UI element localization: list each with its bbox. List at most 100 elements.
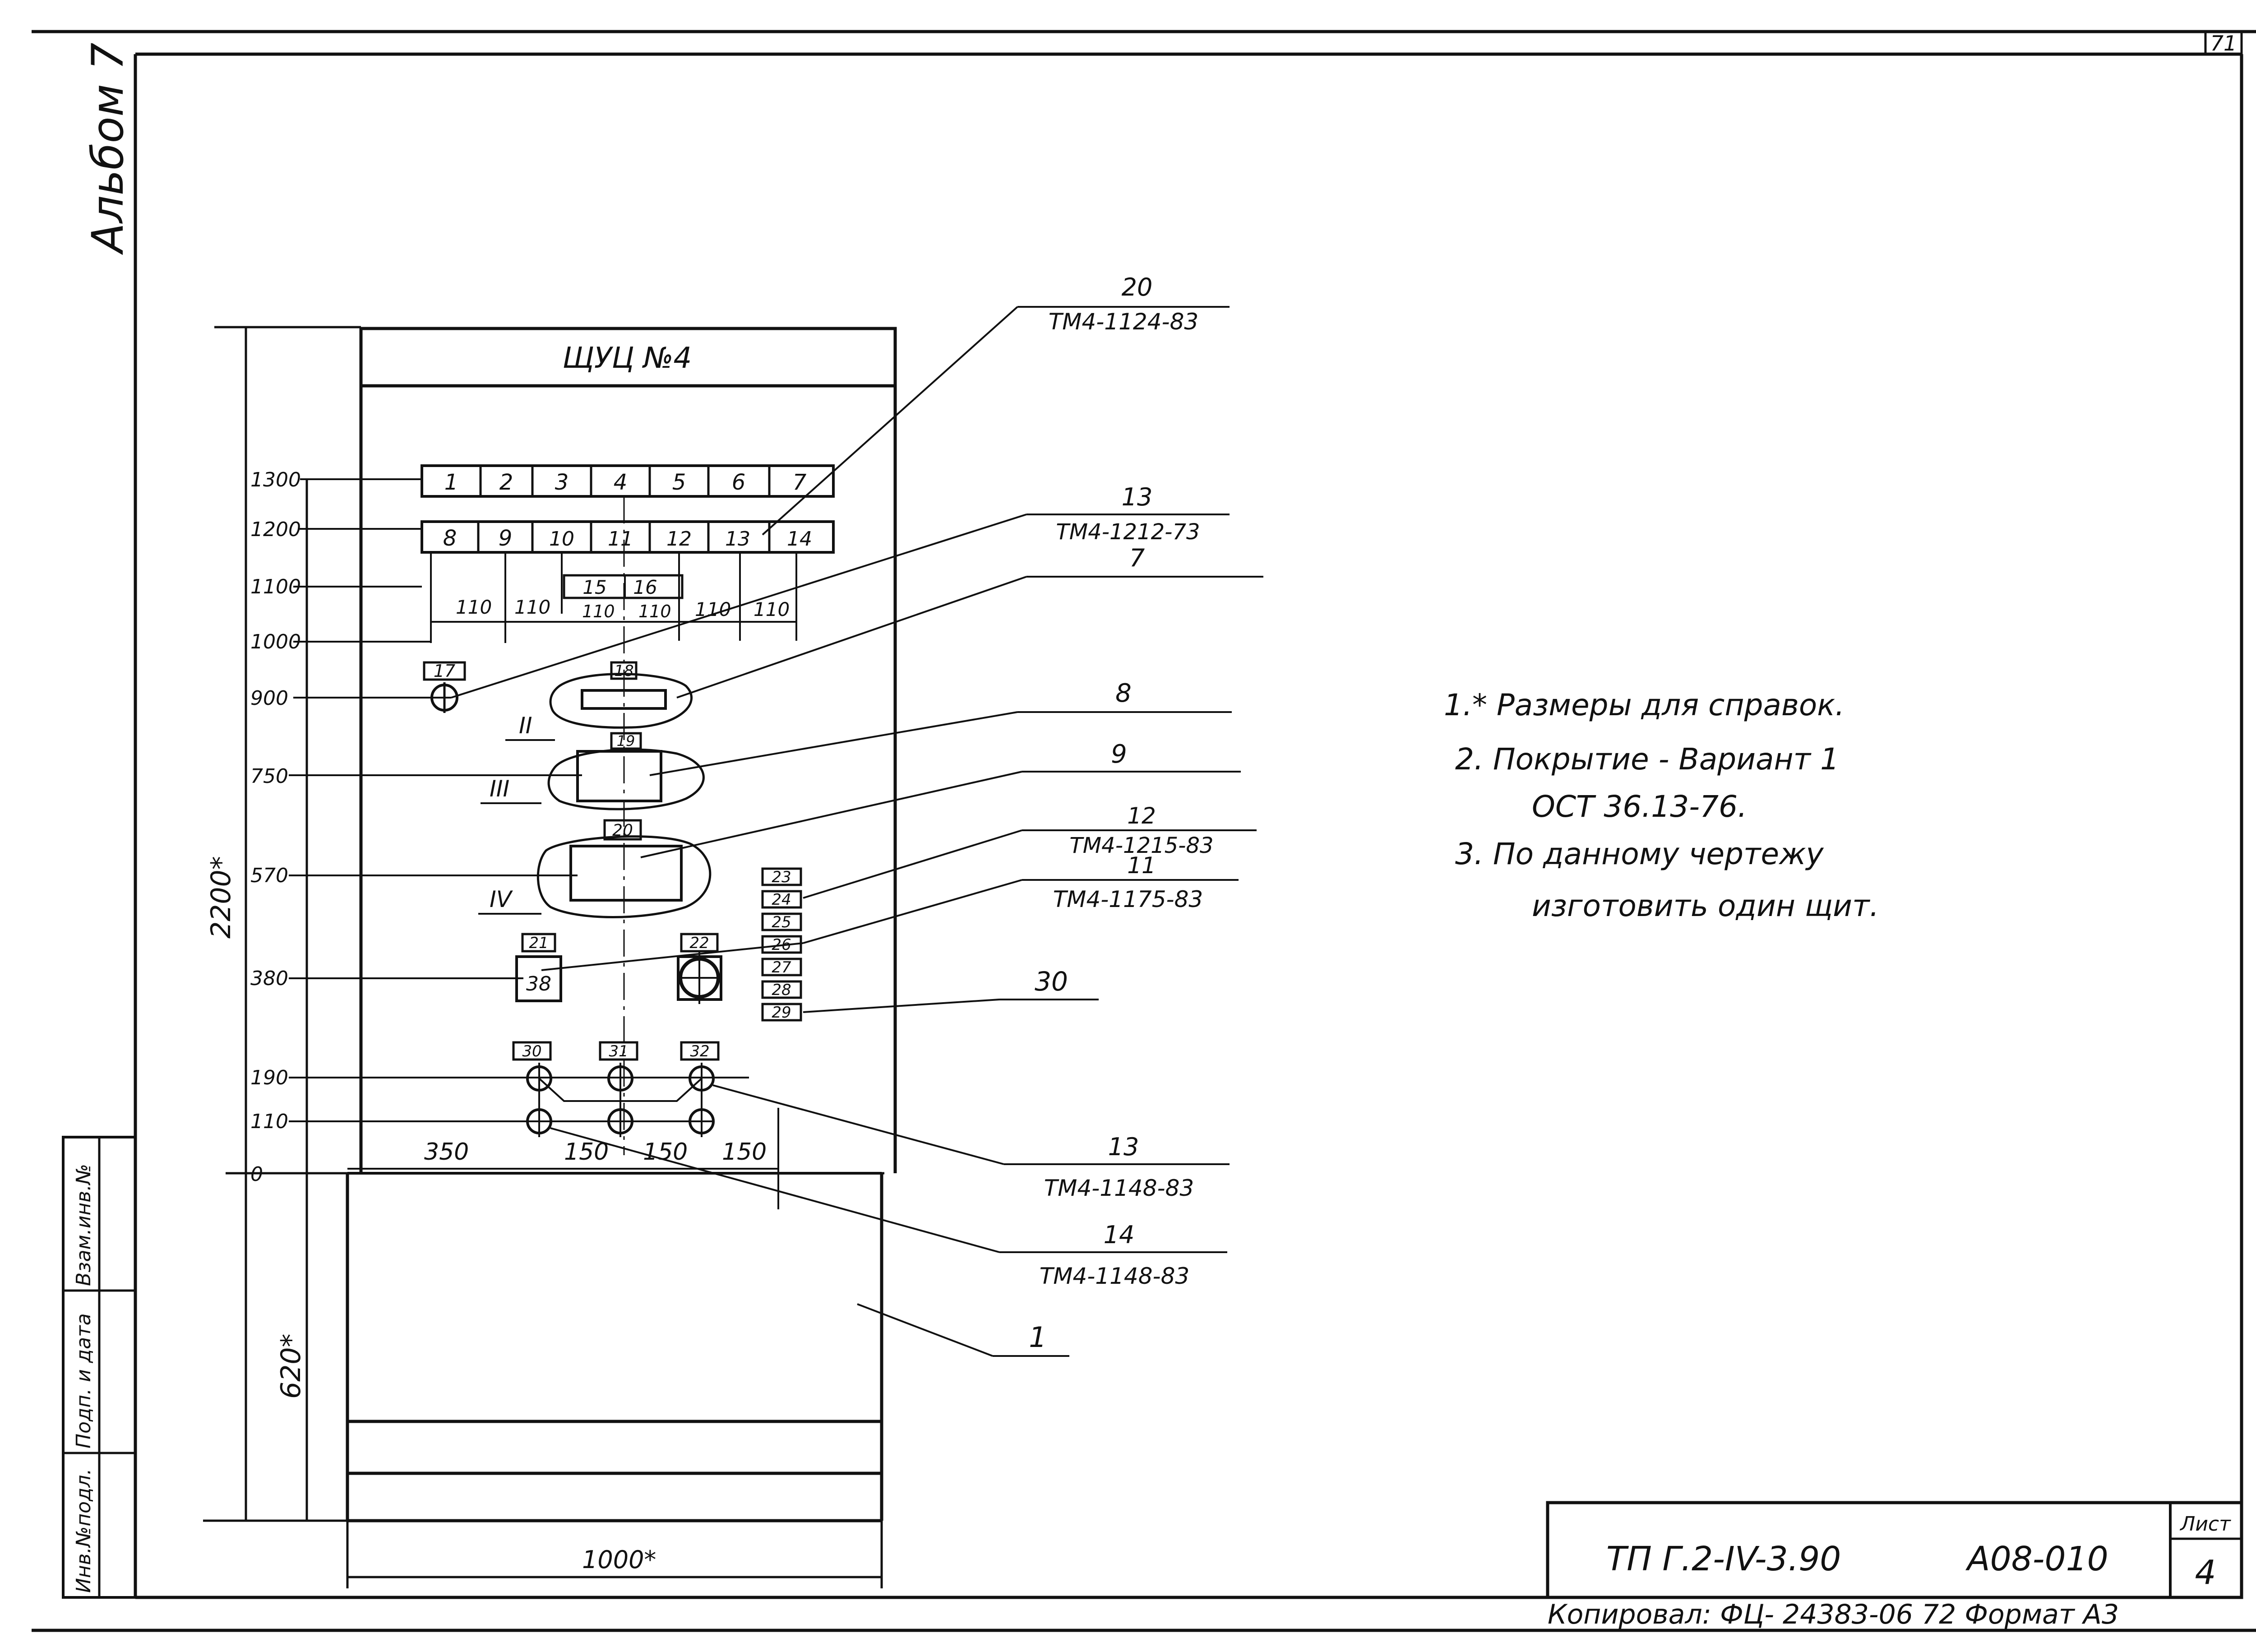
device-10: 10 (549, 528, 574, 551)
callout-7: 7 (676, 544, 1263, 699)
device-11: 11 (608, 528, 633, 551)
terminal-29: 29 (772, 1004, 791, 1022)
side-strip-replace: Взам.инв.№ (72, 1164, 95, 1286)
title-block: ТП Г.2-IV-3.90 А08-010 Лист 4 (1546, 1501, 2243, 1599)
device-7: 7 (793, 470, 807, 495)
side-strip: Инв.№подл. Подп. и дата Взам.инв.№ (62, 1136, 137, 1599)
width-dimension (346, 1521, 883, 1588)
panel-outline (346, 327, 897, 1522)
device-22: 22 (677, 933, 722, 1004)
page-number-box: 71 (2204, 30, 2243, 56)
callout-20-pos: 20 (1122, 273, 1153, 301)
device-12: 12 (666, 528, 692, 551)
device-1: 1 (444, 470, 458, 495)
tag-17: 17 (434, 661, 455, 681)
note-3: 3. По данному чертежу (1455, 837, 1824, 871)
device-5: 5 (672, 470, 686, 495)
device-2: 2 (499, 470, 513, 495)
album-label: Альбом 7 (83, 42, 133, 255)
device-13: 13 (725, 528, 750, 551)
spacing-label: 110 (582, 602, 615, 621)
level-380: 380 (250, 967, 288, 990)
zone-IV-label: IV (490, 886, 513, 912)
callout-14-doc: ТМ4-1148-83 (1040, 1263, 1189, 1289)
page-number: 71 (2210, 31, 2237, 56)
device-30-32: 30 31 32 (512, 1041, 720, 1137)
tag-21: 21 (529, 934, 548, 952)
device-row-2: 8 9 10 11 12 13 14 (421, 520, 835, 554)
level-900: 900 (250, 687, 288, 710)
callout-7-pos: 7 (1129, 544, 1145, 572)
note-3-cont: изготовить один щит. (1532, 888, 1879, 923)
callout-13-bottom: 13 ТМ4-1148-83 (712, 1084, 1230, 1201)
callout-30-pos: 30 (1035, 966, 1068, 997)
device-21: 21 38 (515, 933, 562, 1002)
device-15: 15 (582, 576, 606, 598)
tag-30: 30 (522, 1042, 541, 1060)
side-strip-inv: Инв.№подл. (72, 1468, 95, 1593)
notes: 1.* Размеры для справок. 2. Покрытие - В… (1444, 688, 1879, 923)
callout-14: 14 ТМ4-1148-83 (550, 1127, 1227, 1289)
callout-12-pos: 12 (1127, 803, 1156, 829)
terminal-column: 23 24 25 26 27 28 29 (761, 867, 802, 1022)
callout-13b-pos: 13 (1108, 1133, 1139, 1161)
spacing-label: 110 (695, 598, 731, 620)
callout-8: 8 (649, 679, 1232, 776)
device-9: 9 (499, 526, 513, 551)
spacing-label: 110 (638, 602, 671, 621)
width-label: 1000* (582, 1546, 656, 1574)
stamp-sheet-number: 4 (2195, 1553, 2216, 1592)
copy-line: Копировал: ФЦ- 24383-06 72 Формат А3 (1548, 1599, 2119, 1630)
callout-11-doc: ТМ4-1175-83 (1053, 886, 1203, 912)
callout-30: 30 (803, 966, 1099, 1013)
zone-III-label: III (490, 776, 509, 802)
device-17: 17 (423, 661, 466, 713)
device-16: 16 (633, 576, 657, 598)
side-strip-sign: Подп. и дата (72, 1313, 95, 1448)
sheet-frame (32, 30, 2256, 1632)
tag-19: 19 (617, 732, 635, 750)
level-750: 750 (250, 765, 288, 788)
terminal-28: 28 (772, 981, 791, 999)
callout-9: 9 (640, 740, 1241, 858)
callout-13b-doc: ТМ4-1148-83 (1044, 1175, 1194, 1201)
device-6: 6 (732, 470, 746, 495)
callout-9-pos: 9 (1111, 740, 1127, 769)
note-1: 1.* Размеры для справок. (1444, 688, 1845, 722)
vertical-dimensions (203, 326, 884, 1522)
callout-13-pos: 13 (1122, 483, 1153, 511)
callout-13-doc: ТМ4-1212-73 (1056, 519, 1200, 545)
tag-32: 32 (690, 1042, 709, 1060)
callout-20-doc: ТМ4-1124-83 (1049, 309, 1198, 335)
dim-350: 350 (424, 1138, 469, 1166)
terminal-24: 24 (772, 891, 791, 909)
device-pair-15-16: 15 16 (563, 574, 684, 599)
zone-III: 19 III (481, 732, 705, 810)
callout-12-doc: ТМ4-1215-83 (1069, 833, 1213, 858)
level-1300: 1300 (250, 468, 301, 491)
device-row-1: 1 2 3 4 5 6 7 (421, 464, 835, 498)
spacing-label: 110 (754, 598, 790, 620)
terminal-23: 23 (772, 868, 791, 886)
tag-38: 38 (526, 972, 551, 995)
dim-150-c: 150 (722, 1138, 767, 1166)
callout-20: 20 ТМ4-1124-83 (762, 273, 1230, 536)
callout-11-pos: 11 (1127, 852, 1156, 879)
bottom-dimensions (347, 1108, 779, 1209)
spacing-110-lines (430, 552, 797, 643)
terminal-27: 27 (772, 958, 791, 976)
level-570: 570 (250, 864, 288, 887)
spacing-label: 110 (514, 596, 550, 618)
total-height: 2200* (205, 856, 237, 939)
callout-8-pos: 8 (1115, 679, 1132, 708)
device-3: 3 (555, 470, 569, 495)
level-110: 110 (250, 1110, 288, 1133)
note-2: 2. Покрытие - Вариант 1 (1455, 742, 1839, 777)
callout-1: 1 (857, 1303, 1069, 1357)
note-2-cont: ОСТ 36.13-76. (1532, 789, 1747, 824)
spacing-110-labels: 110 110 110 110 110 110 (456, 596, 790, 621)
level-0: 0 (250, 1163, 263, 1186)
dim-150-b: 150 (643, 1138, 688, 1166)
level-1000: 1000 (250, 630, 301, 653)
